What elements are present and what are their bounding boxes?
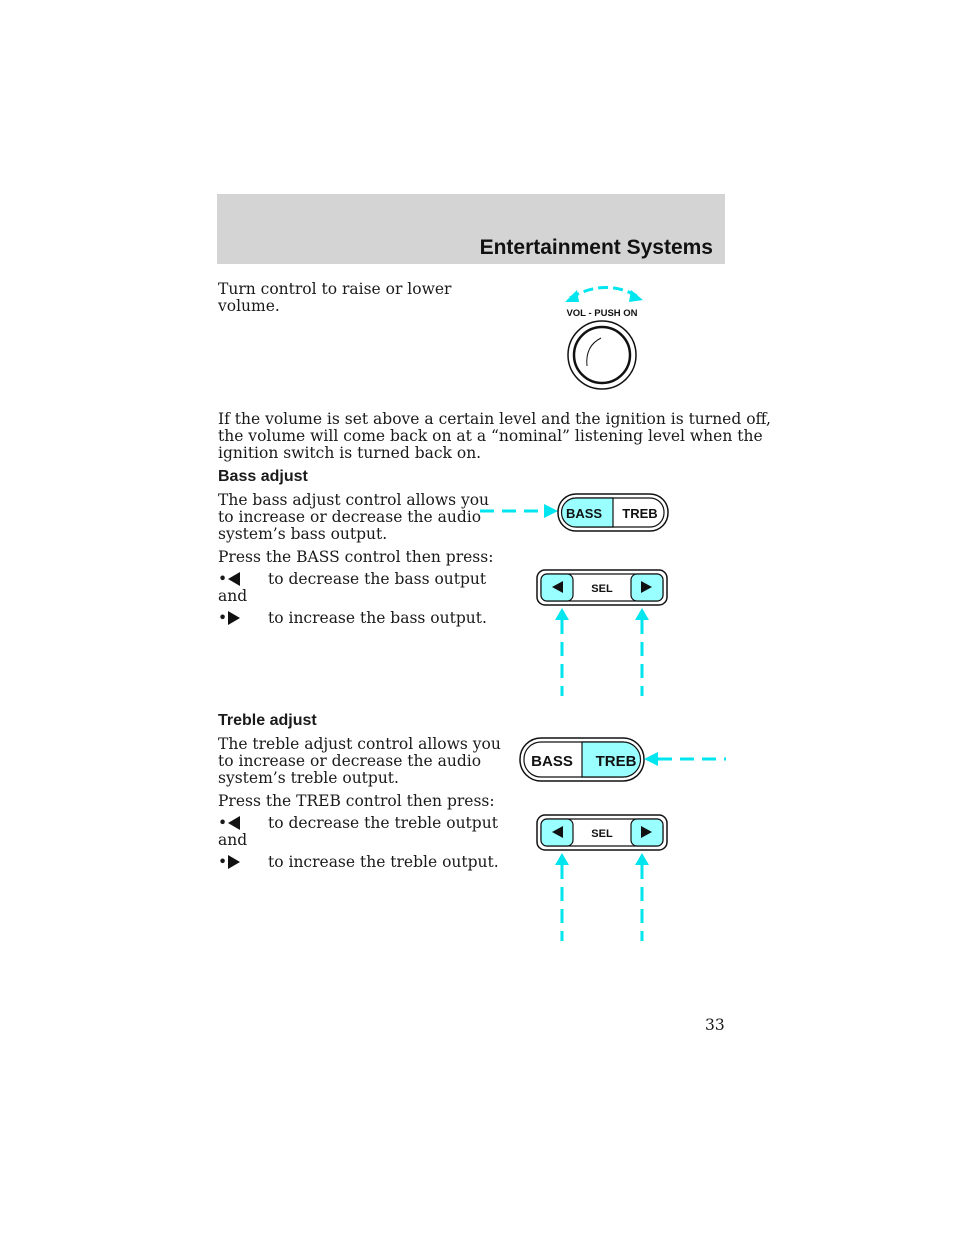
bass-label: BASS [566,506,602,521]
right-triangle-icon [228,855,240,869]
sel-left-arrow-icon [552,826,563,838]
treble-sel-illustration: SEL [536,814,668,941]
header-band: Entertainment Systems [217,194,725,264]
sel-right-arrow-icon [641,826,652,838]
bass-button-illustration: BASS TREB [480,493,669,532]
volume-note-line-2: the volume will come back on at a “nomin… [218,427,763,445]
treble-decrease-and: and [218,831,248,849]
right-up-arrowhead [635,853,649,865]
sel-label: SEL [591,583,613,595]
bass-instruction: Press the BASS control then press: [218,548,494,566]
volume-text-line-1: Turn control to raise or lower [218,280,452,298]
sel-left-arrow-icon [552,581,563,593]
right-triangle-icon [228,611,240,625]
treble-decrease-text: to decrease the treble output [268,814,498,832]
volume-note-line-1: If the volume is set above a certain lev… [218,410,771,428]
bullet: • [218,814,228,832]
bass-pointer-arrowhead [544,504,558,518]
treble-heading: Treble adjust [218,712,317,729]
bass-desc-line-1: The bass adjust control allows you [218,491,490,509]
sel-right-arrow-icon [641,581,652,593]
treble-desc-line-2: to increase or decrease the audio [218,752,482,770]
bass-sel-illustration: SEL [536,569,668,696]
treb-half-highlight [581,741,642,778]
volume-knob-shine [586,337,602,367]
treble-instruction: Press the TREB control then press: [218,792,495,810]
treb-label: TREB [596,753,637,770]
volume-knob-label: VOL - PUSH ON [566,308,637,319]
treble-desc-line-1: The treble adjust control allows you [218,735,501,753]
treble-increase-text: to increase the treble output. [268,853,499,871]
left-up-arrowhead [555,608,569,620]
volume-text-line-2: volume. [218,297,280,315]
bass-desc-line-2: to increase or decrease the audio [218,508,482,526]
volume-knob [572,325,632,385]
bullet: • [218,609,228,627]
section-title: Entertainment Systems [479,236,713,259]
volume-note-line-3: ignition switch is turned back on. [218,444,482,462]
bass-increase-text: to increase the bass output. [268,609,487,627]
left-triangle-icon [228,572,240,586]
bass-desc-line-3: system’s bass output. [218,525,388,543]
treb-label: TREB [622,506,657,521]
bullet: • [218,853,228,871]
left-triangle-icon [228,816,240,830]
bass-decrease-text: to decrease the bass output [268,570,487,588]
rotate-arrow-left-head [565,290,579,302]
bass-label: BASS [531,753,573,770]
bass-half-highlight [560,497,614,528]
treb-pointer-arrowhead [644,752,658,766]
volume-knob-illustration: VOL - PUSH ON [565,286,643,390]
rotate-arrow-right-head [629,290,643,302]
left-up-arrowhead [555,853,569,865]
sel-label: SEL [591,828,613,840]
treble-desc-line-3: system’s treble output. [218,769,399,787]
rotate-arrow-arc [569,286,638,300]
bullet: • [218,570,228,588]
page-number: 33 [705,1016,725,1034]
bass-heading: Bass adjust [218,468,308,485]
treble-button-illustration: BASS TREB [519,737,726,782]
right-up-arrowhead [635,608,649,620]
bass-decrease-and: and [218,587,248,605]
